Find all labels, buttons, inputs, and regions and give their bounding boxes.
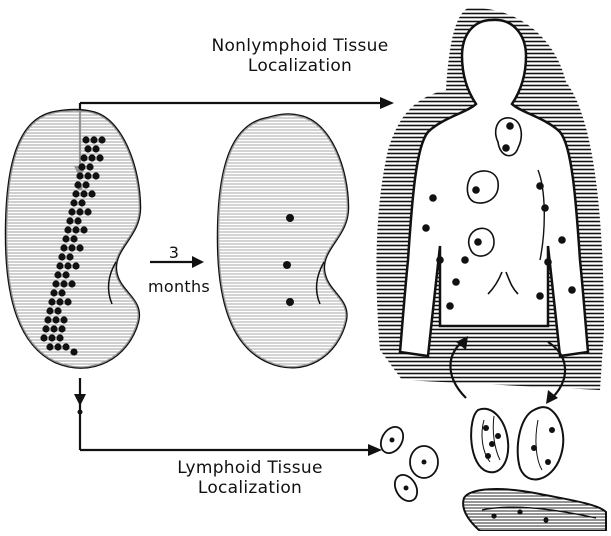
lymph-node-1 <box>471 409 508 473</box>
lymphoid-tissues <box>376 407 606 531</box>
arrow-right-top-head <box>380 97 394 109</box>
arrow-right-bottom-head <box>368 444 382 456</box>
nonlymphoid-label-line2: Localization <box>140 56 460 76</box>
lymphoid-label: Lymphoid Tissue Localization <box>100 458 400 498</box>
nonlymphoid-label: Nonlymphoid Tissue Localization <box>140 36 460 76</box>
arrow-down-head <box>74 394 86 406</box>
lymphoid-label-line2: Localization <box>100 478 400 498</box>
lymph-node-2 <box>518 407 564 479</box>
time-number: 3 <box>148 244 200 262</box>
lymphoid-label-line1: Lymphoid Tissue <box>100 458 400 478</box>
time-label: 3 months <box>148 244 200 296</box>
nonlymphoid-label-line1: Nonlymphoid Tissue <box>140 36 460 56</box>
kidney-3-months <box>218 115 348 368</box>
connector-dot-bottom <box>78 410 83 415</box>
bone-marrow <box>463 489 606 531</box>
kidney-initial <box>6 110 140 367</box>
time-unit: months <box>148 278 200 296</box>
liver-organ <box>467 171 498 203</box>
